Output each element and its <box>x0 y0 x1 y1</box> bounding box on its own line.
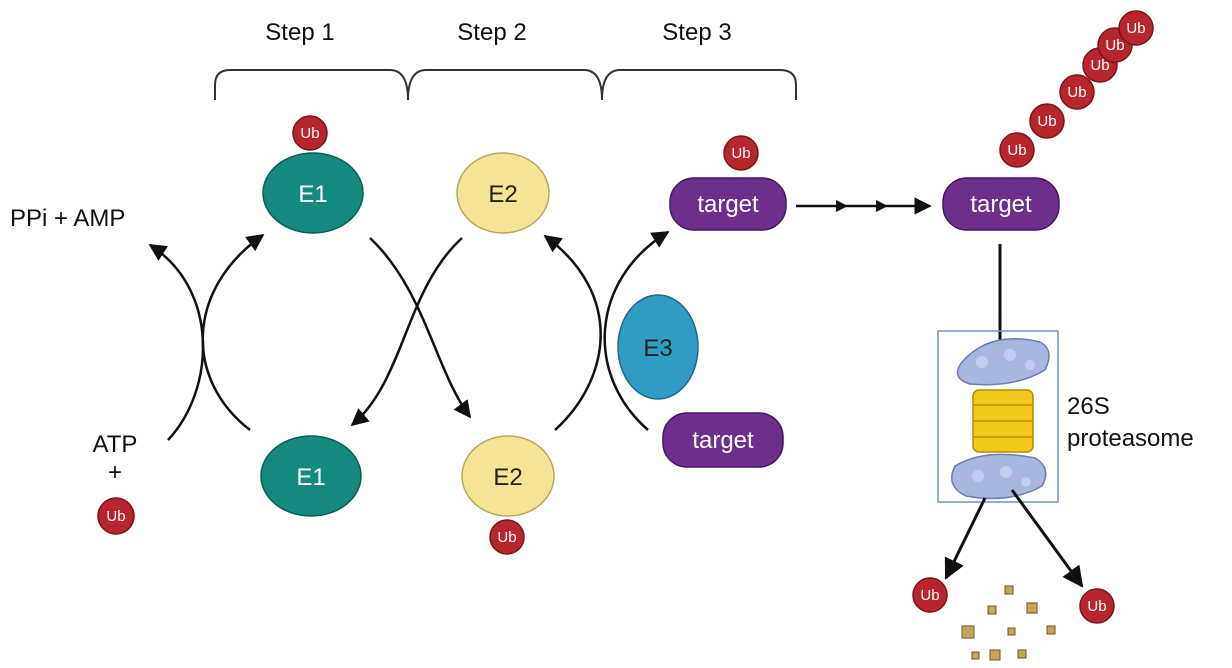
e1-free-label: E1 <box>296 464 325 491</box>
arrow-atp-to-ppi <box>148 243 205 441</box>
peptide-fragments <box>961 585 1056 661</box>
e2-free-label: E2 <box>488 181 517 208</box>
target-substrate: target <box>662 412 784 468</box>
chain-ub <box>1118 10 1154 46</box>
proteasome-frame <box>937 330 1059 503</box>
ub-on-target: Ub <box>723 135 759 171</box>
arrow-e1-charging <box>201 233 265 431</box>
chain-ub-label: Ub <box>1105 37 1124 54</box>
proteasome-core <box>972 389 1034 453</box>
peptide-fragment <box>1007 627 1016 636</box>
proteasome-cap-top <box>956 338 1050 386</box>
chain-ub-label: Ub <box>1126 20 1145 37</box>
target-bottom-label: target <box>692 427 754 454</box>
arrow-release-ub-left <box>944 497 987 580</box>
arrow-e1-return <box>350 237 463 427</box>
e3-ligase: E3 <box>617 294 699 400</box>
ub-on-e2: Ub <box>489 519 525 555</box>
ub-on-e1-label: Ub <box>300 125 319 142</box>
step-2-label: Step 2 <box>457 19 526 46</box>
peptide-fragment <box>961 625 975 639</box>
chain-ub <box>1059 74 1095 110</box>
ppi-amp-label: PPi + AMP <box>10 205 125 232</box>
ub-on-target-label: Ub <box>731 145 750 162</box>
arrow-segment-marker <box>876 200 888 212</box>
e2-charged-label: E2 <box>493 464 522 491</box>
released-ub-left-label: Ub <box>920 587 939 604</box>
peptide-fragment <box>1017 649 1027 659</box>
released-ub-right: Ub <box>1079 588 1115 624</box>
target-monoubiquitinated: target <box>669 177 787 231</box>
step-3-label: Step 3 <box>662 19 731 46</box>
released-ub-right-label: Ub <box>1087 598 1106 615</box>
e1-charged-label: E1 <box>298 181 327 208</box>
proteasome-cap-bottom <box>951 453 1047 500</box>
peptide-fragment <box>989 649 1001 661</box>
peptide-fragment <box>1004 585 1014 595</box>
target-top-label: target <box>697 191 759 218</box>
chain-ub-label: Ub <box>1037 113 1056 130</box>
proteasome-label-line1: 26S <box>1067 393 1110 420</box>
target-poly-label: target <box>970 191 1032 218</box>
step-2-brace <box>407 69 603 101</box>
peptide-fragment <box>1026 602 1038 614</box>
chain-ub <box>999 132 1035 168</box>
arrow-release-ub-right <box>1010 489 1084 588</box>
proteasome-structure <box>937 330 1059 503</box>
peptide-fragment <box>987 605 997 615</box>
polyubiquitin-chain: Ub Ub Ub Ub Ub Ub <box>999 10 1154 168</box>
peptide-fragment <box>1046 625 1056 635</box>
e2-free: E2 <box>456 152 550 234</box>
step-3-brace <box>601 69 797 101</box>
peptide-fragment <box>971 651 980 660</box>
ub-input: Ub <box>97 497 135 535</box>
chain-ub-label: Ub <box>1090 57 1109 74</box>
proteasome-label-line2: proteasome <box>1067 425 1194 452</box>
arrow-target-ubiquitination <box>603 230 670 431</box>
ub-on-e1: Ub <box>292 115 328 151</box>
e1-charged: E1 <box>262 152 364 234</box>
e1-free: E1 <box>260 435 362 517</box>
atp-label: ATP <box>93 431 138 458</box>
e3-label: E3 <box>643 335 672 362</box>
arrow-segment-marker <box>836 200 848 212</box>
step-1-brace <box>214 69 409 101</box>
released-ub-left: Ub <box>912 577 948 613</box>
step-1-label: Step 1 <box>265 19 334 46</box>
ub-on-e2-label: Ub <box>497 529 516 546</box>
e2-charged: E2 <box>461 435 555 517</box>
plus-label: + <box>108 459 122 486</box>
chain-ub-label: Ub <box>1067 84 1086 101</box>
arrow-e2-return <box>543 234 602 431</box>
chain-ub <box>1029 103 1065 139</box>
ub-input-label: Ub <box>106 508 125 525</box>
target-polyubiquitinated: target <box>942 177 1060 231</box>
arrow-e1-to-e2-transfer <box>369 237 472 419</box>
chain-ub-label: Ub <box>1007 142 1026 159</box>
